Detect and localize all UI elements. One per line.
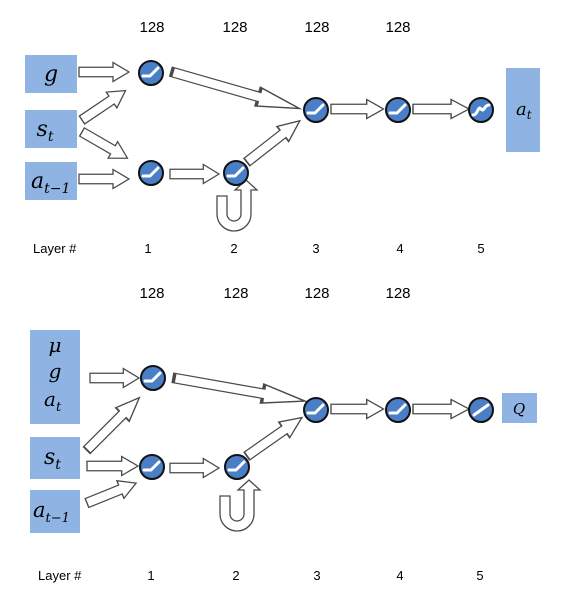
actor-layer-3-size: 128	[304, 19, 329, 36]
critic-output-box	[502, 393, 537, 423]
critic-arrow-prev-action-to-l1b	[82, 473, 141, 513]
critic-action-label: at	[44, 387, 62, 415]
actor-layer-number-3: 3	[312, 241, 319, 256]
actor-layer-1-size: 128	[139, 19, 164, 36]
critic-goal-label: g	[49, 359, 62, 383]
actor-arrow-prev-action-to-l1b	[78, 168, 130, 190]
actor-layer-4-size: 128	[385, 19, 410, 36]
actor-arrow-l1a-to-l3	[167, 61, 304, 120]
actor-node-l4	[385, 97, 411, 123]
actor-goal-label: g	[44, 62, 58, 87]
critic-layer-1-size: 128	[139, 285, 164, 302]
critic-mu-label: μ	[49, 333, 62, 357]
critic-arrow-l4-to-l5	[412, 398, 470, 420]
actor-state-box	[25, 110, 77, 148]
actor-output-label: at	[516, 99, 532, 122]
actor-arrow-l2-to-l3	[240, 112, 307, 171]
critic-layer-row-label: Layer #	[38, 568, 82, 583]
critic-prev-action-label: at−1	[33, 498, 70, 526]
actor-goal-box	[25, 55, 77, 93]
actor-node-l5	[468, 97, 494, 123]
critic-node-l5	[468, 397, 494, 423]
actor-prev-action-label: at−1	[31, 169, 70, 197]
critic-arrow-l1b-to-l2	[169, 457, 220, 479]
critic-layer-2-size: 128	[223, 285, 248, 302]
critic-state-box	[30, 437, 80, 479]
critic-arrow-state-to-l1a	[79, 390, 147, 458]
actor-node-l1b	[138, 160, 164, 186]
critic-arrow-mga-to-l1a	[89, 367, 140, 389]
actor-layer-row-label: Layer #	[33, 241, 77, 256]
actor-state-label: st	[37, 117, 54, 145]
actor-arrow-state-to-l1b	[76, 123, 133, 168]
critic-mu-goal-action-box	[30, 330, 80, 424]
actor-layer-number-2: 2	[230, 241, 237, 256]
actor-arrow-l1b-to-l2	[169, 163, 220, 185]
actor-node-l3	[303, 97, 329, 123]
actor-arrow-goal-to-l1a	[78, 61, 130, 83]
critic-layer-number-1: 1	[147, 568, 154, 583]
recurrent-loop-icon	[219, 479, 261, 532]
critic-layer-number-5: 5	[476, 568, 483, 583]
actor-node-l2	[223, 160, 249, 186]
critic-layer-number-4: 4	[396, 568, 403, 583]
actor-node-l1a	[138, 60, 164, 86]
recurrent-loop-icon	[216, 179, 258, 232]
critic-node-l1b	[139, 454, 165, 480]
critic-node-l3	[303, 397, 329, 423]
actor-network: 128 128 128 128 g st at−1 at	[25, 19, 540, 256]
critic-layer-4-size: 128	[385, 285, 410, 302]
critic-network: 128 128 128 128 μ g at st at−1 Q	[30, 285, 537, 583]
critic-output-label: Q	[513, 400, 525, 418]
actor-layer-number-5: 5	[477, 241, 484, 256]
critic-layer-number-2: 2	[232, 568, 239, 583]
critic-arrow-l2-to-l3	[240, 408, 309, 465]
actor-layer-number-4: 4	[396, 241, 403, 256]
critic-prev-action-box	[30, 490, 80, 533]
actor-arrow-l3-to-l4	[330, 98, 385, 120]
critic-layer-3-size: 128	[304, 285, 329, 302]
actor-prev-action-box	[25, 162, 77, 200]
actor-output-box	[506, 68, 540, 152]
critic-node-l2	[224, 454, 250, 480]
critic-arrow-l1a-to-l3	[170, 366, 309, 413]
actor-arrow-l4-to-l5	[412, 98, 470, 120]
critic-arrow-l3-to-l4	[330, 398, 385, 420]
critic-node-l4	[385, 397, 411, 423]
critic-state-label: st	[44, 445, 61, 473]
actor-layer-number-1: 1	[144, 241, 151, 256]
actor-arrow-state-to-l1a	[76, 82, 132, 129]
critic-layer-number-3: 3	[313, 568, 320, 583]
critic-arrow-state-to-l1b	[86, 455, 139, 477]
actor-layer-2-size: 128	[222, 19, 247, 36]
critic-node-l1a	[140, 365, 166, 391]
